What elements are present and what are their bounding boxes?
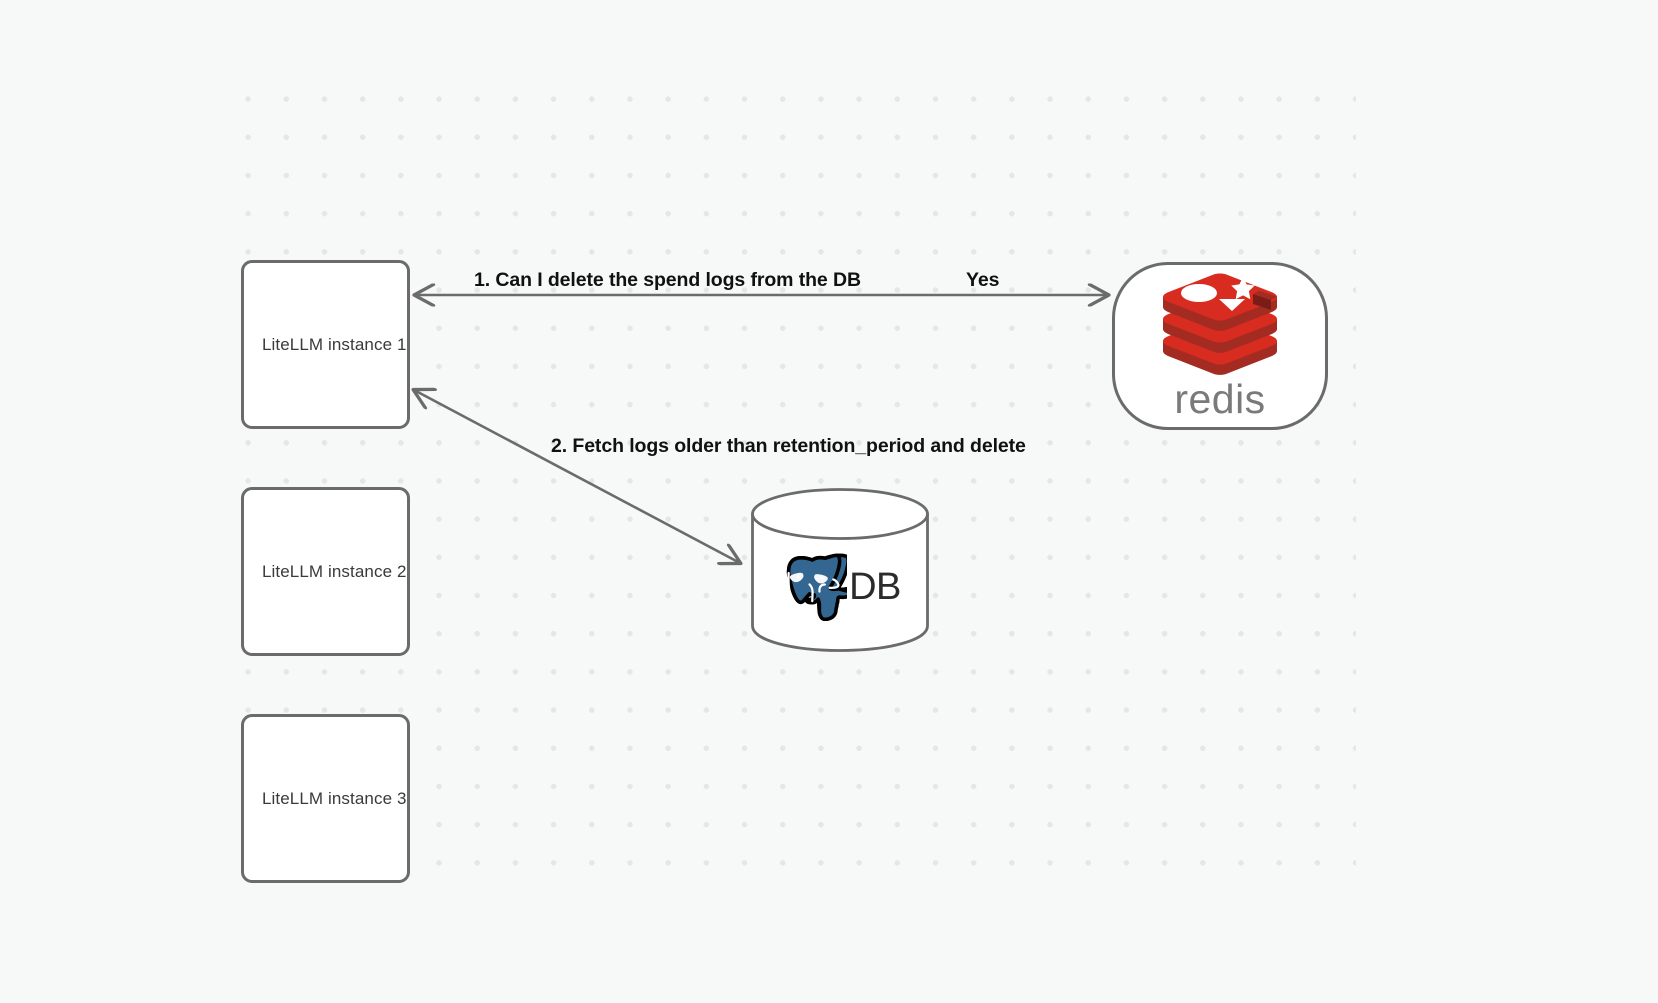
node-litellm-instance-1[interactable]: LiteLLM instance 1 [241, 260, 410, 429]
node-redis[interactable]: redis [1112, 262, 1328, 430]
edge-label-yes: Yes [966, 269, 1000, 291]
node-litellm-instance-3[interactable]: LiteLLM instance 3 [241, 714, 410, 883]
edge-label-fetch-logs-older-than-retention-period: 2. Fetch logs older than retention_perio… [551, 435, 1026, 457]
redis-logo-icon [1163, 273, 1277, 375]
node-litellm-instance-1-label: LiteLLM instance 1 [262, 334, 407, 354]
edge-litellm1-database [414, 390, 740, 563]
node-database[interactable]: DB [750, 487, 930, 653]
database-label: DB [849, 566, 901, 608]
redis-wordmark: redis [1174, 376, 1266, 422]
postgresql-elephant-icon [786, 553, 848, 621]
node-litellm-instance-2[interactable]: LiteLLM instance 2 [241, 487, 410, 656]
node-litellm-instance-3-label: LiteLLM instance 3 [262, 788, 407, 808]
edge-label-can-i-delete-spend-logs: 1. Can I delete the spend logs from the … [474, 269, 861, 291]
node-litellm-instance-2-label: LiteLLM instance 2 [262, 561, 407, 581]
